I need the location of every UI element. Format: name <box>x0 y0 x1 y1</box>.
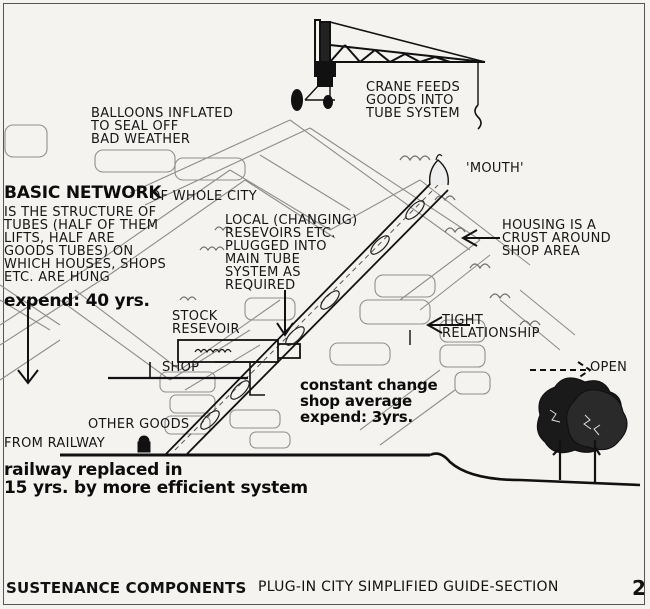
housing-crust <box>179 155 541 327</box>
railway-car <box>137 435 151 453</box>
footer-section-number: 2 <box>632 576 646 600</box>
open-label: OPEN <box>590 360 628 375</box>
local-label: LOCAL (CHANGING) RESEVOIRS ETC. PLUGGED … <box>225 213 358 293</box>
railway-replaced-label: railway replaced in 15 yrs. by more effi… <box>4 460 308 498</box>
basic-network-expend: expend: 40 yrs. <box>4 291 150 311</box>
tight-relationship-label: TIGHT RELATIONSHIP <box>442 313 540 341</box>
housing-label: HOUSING IS A CRUST AROUND SHOP AREA <box>502 218 611 259</box>
basic-network-rest: OF WHOLE CITY <box>150 189 257 204</box>
footer-title-left: SUSTENANCE COMPONENTS <box>6 579 247 597</box>
stock-reservoir-label: STOCK RESEVOIR <box>172 309 240 337</box>
right-arrow-open-icon <box>530 361 592 379</box>
basic-network-body: IS THE STRUCTURE OF TUBES (HALF OF THEM … <box>4 205 167 285</box>
arrows <box>17 229 592 385</box>
shop-floor <box>60 361 641 487</box>
tube-lattice <box>0 119 576 446</box>
down-arrow-left-icon <box>17 300 39 385</box>
other-goods-label: OTHER GOODS <box>88 417 190 432</box>
crane <box>291 19 486 130</box>
constant-change-label: constant change shop average expend: 3yr… <box>300 376 438 426</box>
balloons-label: BALLOONS INFLATED TO SEAL OFF BAD WEATHE… <box>91 106 234 147</box>
mouth-label: 'MOUTH' <box>466 161 524 176</box>
trees <box>536 377 628 482</box>
left-arrow-housing-icon <box>460 229 500 247</box>
down-arrow-local-icon <box>276 290 294 337</box>
main-tube <box>164 154 449 456</box>
footer-title-right: PLUG-IN CITY SIMPLIFIED GUIDE-SECTION <box>258 579 559 595</box>
from-railway-label: FROM RAILWAY <box>4 436 105 451</box>
crane-label: CRANE FEEDS GOODS INTO TUBE SYSTEM <box>366 80 461 121</box>
shop-label: SHOP <box>162 360 200 375</box>
tube-pods <box>200 200 425 430</box>
basic-network-title: BASIC NETWORK <box>4 183 162 203</box>
left-arrow-tight-icon <box>425 316 470 334</box>
